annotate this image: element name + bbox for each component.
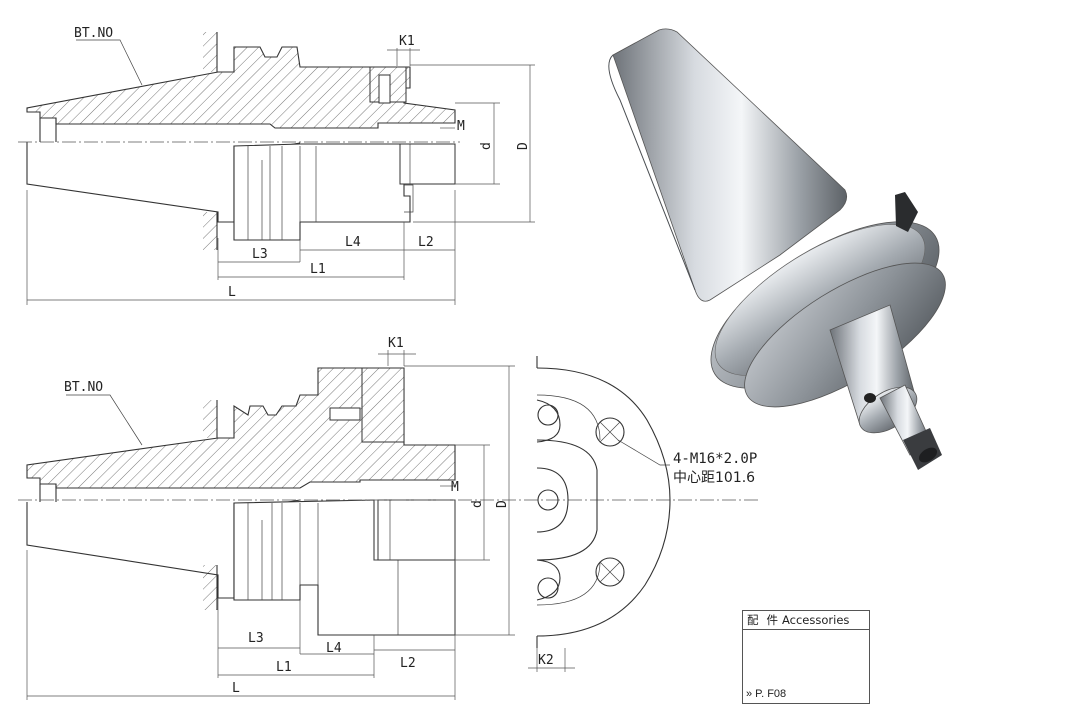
bottom-dim-L: L xyxy=(232,681,240,696)
bottom-dim-D: D xyxy=(495,500,510,508)
top-dim-D: D xyxy=(516,142,531,150)
top-dim-K1: K1 xyxy=(399,34,415,49)
top-dim-L4: L4 xyxy=(345,235,361,250)
bottom-dim-K2: K2 xyxy=(538,653,554,668)
bottom-taper-label: BT.NO xyxy=(64,380,103,395)
accessories-page-ref[interactable]: » P. F08 xyxy=(746,688,787,700)
tool-holder-render xyxy=(608,28,946,470)
bottom-dim-d: d xyxy=(470,500,485,508)
bottom-dim-L4: L4 xyxy=(326,641,342,656)
accessories-title-cn-2: 件 xyxy=(766,613,779,627)
bottom-dim-K1: K1 xyxy=(388,336,404,351)
top-dim-M: M xyxy=(457,119,465,134)
top-dim-d: d xyxy=(479,142,494,150)
top-dim-L3: L3 xyxy=(252,247,268,262)
bottom-dim-M: M xyxy=(451,480,459,495)
top-section-view: BT.NO K1 M d D L2 L4 L3 L1 L xyxy=(18,26,535,305)
bolt-callout: 4-M16*2.0P xyxy=(673,451,757,467)
center-distance: 中心距101.6 xyxy=(673,470,755,486)
top-dim-L2: L2 xyxy=(418,235,434,250)
accessories-title-en: Accessories xyxy=(782,613,850,627)
bottom-dim-L3: L3 xyxy=(248,631,264,646)
top-dim-L1: L1 xyxy=(310,262,326,277)
top-taper-label: BT.NO xyxy=(74,26,113,41)
top-dim-L: L xyxy=(228,285,236,300)
accessories-title-cn-1: 配 xyxy=(747,613,759,627)
bottom-section-view: BT.NO K1 M d D L2 L4 L3 L1 L xyxy=(18,336,760,700)
bottom-dim-L2: L2 xyxy=(400,656,416,671)
bottom-dim-L1: L1 xyxy=(276,660,292,675)
